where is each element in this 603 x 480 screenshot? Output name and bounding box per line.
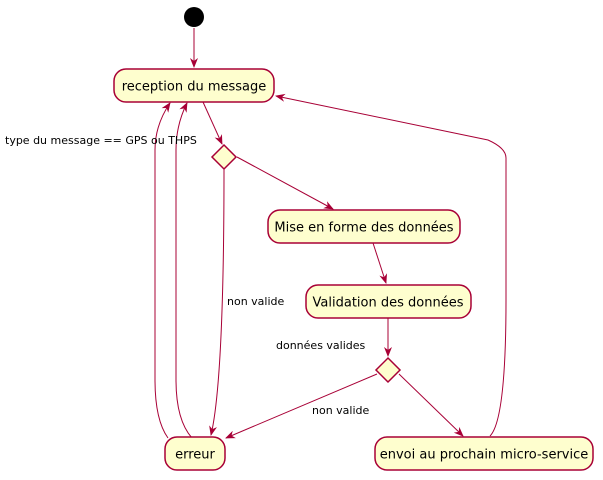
activity-validation: Validation des données <box>305 284 472 319</box>
activity-erreur-label: erreur <box>175 448 215 463</box>
activity-mise-en-forme-box <box>267 209 461 244</box>
edge-label-data-non-valide: non valide <box>312 404 370 417</box>
activity-reception-box <box>113 68 275 103</box>
activity-reception: reception du message <box>113 68 275 103</box>
edge-erreur-to-reception-2 <box>175 102 193 439</box>
start-node <box>184 7 204 27</box>
activity-erreur-box <box>164 436 226 471</box>
edge-type-decision-to-mise-en-forme <box>236 156 334 210</box>
edge-mise-en-forme-to-validation <box>372 242 388 284</box>
edges <box>154 28 507 439</box>
activity-envoi-box <box>374 436 594 471</box>
activity-mise-en-forme: Mise en forme des données <box>267 209 461 244</box>
decision-type: type du message == GPS ou THPS <box>5 134 238 171</box>
activity-mise-en-forme-label: Mise en forme des données <box>274 221 453 236</box>
decision-data-label: données valides <box>276 339 366 352</box>
activity-validation-box <box>305 284 472 319</box>
edge-data-decision-to-erreur <box>225 373 378 439</box>
decision-data: données valides <box>276 339 402 384</box>
activity-envoi-label: envoi au prochain micro-service <box>380 448 589 463</box>
edge-reception-to-type-decision <box>202 101 223 145</box>
edge-label-type-non-valide: non valide <box>227 295 285 308</box>
decision-data-diamond <box>374 356 402 384</box>
edge-erreur-to-reception-1 <box>154 102 171 439</box>
decision-type-diamond <box>210 143 238 171</box>
decision-type-label: type du message == GPS ou THPS <box>5 134 197 147</box>
activity-validation-label: Validation des données <box>313 296 464 311</box>
activity-erreur: erreur <box>164 436 226 471</box>
activity-reception-label: reception du message <box>122 80 267 95</box>
edge-data-decision-to-envoi <box>398 373 464 437</box>
activity-envoi: envoi au prochain micro-service <box>374 436 594 471</box>
edge-type-decision-to-erreur <box>209 168 225 436</box>
edge-envoi-to-reception <box>275 93 507 437</box>
